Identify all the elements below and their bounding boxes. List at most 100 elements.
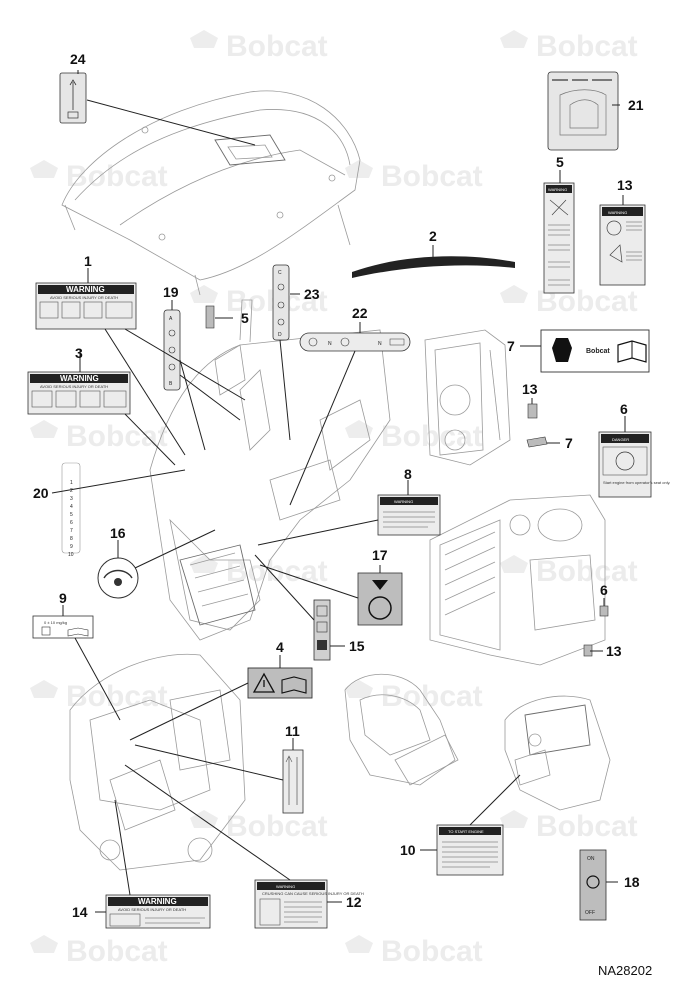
svg-text:WARNING: WARNING (60, 374, 99, 383)
decal-23-switch-strip: C D (272, 264, 290, 341)
decal-2-stripe (352, 256, 515, 278)
watermark-logo: Bobcat (190, 30, 328, 63)
svg-text:D: D (278, 332, 282, 338)
decal-15-strip (313, 599, 331, 661)
callout-22: 22 (352, 305, 368, 321)
decal-22-shift-pattern: N N (299, 332, 411, 352)
decal-6-small (599, 605, 609, 617)
svg-text:Bobcat: Bobcat (66, 935, 168, 968)
callout-numbers: 24 21 5 13 2 1 19 23 5 22 3 7 13 6 7 20 … (33, 51, 644, 920)
callout-24: 24 (70, 51, 86, 67)
svg-text:Bobcat: Bobcat (536, 810, 638, 843)
decal-13-small (527, 403, 538, 419)
svg-text:Bobcat: Bobcat (226, 30, 328, 63)
svg-text:C: C (278, 270, 282, 276)
svg-text:5: 5 (70, 512, 73, 518)
decal-1-warning: WARNING AVOID SERIOUS INJURY OR DEATH (35, 282, 137, 330)
watermark-logo: Bobcat (345, 680, 483, 713)
decal-20-gear-strip: 1 2 3 4 5 6 7 8 9 10 (61, 462, 81, 558)
decal-4-caution (247, 667, 313, 699)
svg-text:N: N (378, 341, 382, 347)
decal-16-round (97, 557, 139, 599)
svg-text:Bobcat: Bobcat (536, 30, 638, 63)
svg-text:WARNING: WARNING (548, 187, 567, 192)
svg-text:4: 4 (70, 504, 73, 510)
svg-text:9: 9 (70, 544, 73, 550)
callout-5: 5 (556, 154, 564, 170)
decal-5-warning: WARNING (543, 182, 575, 294)
decal-19-switch-strip: A B (163, 309, 181, 391)
svg-text:B: B (169, 381, 173, 387)
engine-drawing (429, 494, 606, 666)
svg-text:3: 3 (70, 496, 73, 502)
callout-5b: 5 (241, 310, 249, 326)
watermarks: Bobcat Bobcat Bobcat Bobcat Bobcat Bobca… (30, 30, 638, 968)
decal-9-fuel: 0 ± 10 mg/kg (32, 615, 94, 639)
decal-17-square (357, 572, 403, 626)
callout-20: 20 (33, 485, 49, 501)
svg-text:Bobcat: Bobcat (381, 935, 483, 968)
callout-19: 19 (163, 284, 179, 300)
svg-text:8: 8 (70, 536, 73, 542)
watermark-logo: Bobcat (500, 30, 638, 63)
svg-text:Bobcat: Bobcat (381, 420, 483, 453)
decal-7-manual: Bobcat (540, 329, 650, 373)
svg-text:WARNING: WARNING (66, 285, 105, 294)
callout-12: 12 (346, 894, 362, 910)
decal-14-warning: WARNING AVOID SERIOUS INJURY OR DEATH (105, 894, 211, 929)
callout-15: 15 (349, 638, 365, 654)
svg-text:6: 6 (70, 520, 73, 526)
front-frame-drawing (69, 653, 246, 871)
watermark-logo: Bobcat (345, 935, 483, 968)
callout-7: 7 (507, 338, 515, 354)
watermark-logo: Bobcat (500, 555, 638, 588)
callout-6b: 6 (600, 582, 608, 598)
callout-4: 4 (276, 639, 284, 655)
svg-text:WARNING: WARNING (608, 210, 627, 215)
svg-text:WARNING: WARNING (394, 499, 413, 504)
svg-text:WARNING: WARNING (276, 884, 295, 889)
svg-text:7: 7 (70, 528, 73, 534)
decal-3-warning: WARNING AVOID SERIOUS INJURY OR DEATH (27, 371, 131, 415)
svg-text:Bobcat: Bobcat (66, 420, 168, 453)
callout-13b: 13 (522, 381, 538, 397)
svg-text:OFF: OFF (585, 910, 595, 916)
figure-number: NA28202 (598, 963, 652, 978)
decal-5-small (205, 305, 215, 329)
leader-lines (51, 70, 626, 913)
callout-18: 18 (624, 874, 640, 890)
decal-21 (547, 71, 619, 151)
decal-11-strip (282, 749, 304, 814)
callout-14: 14 (72, 904, 88, 920)
svg-text:Bobcat: Bobcat (536, 555, 638, 588)
callout-21: 21 (628, 97, 644, 113)
svg-text:ON: ON (587, 856, 595, 862)
callout-6: 6 (620, 401, 628, 417)
watermark-logo: Bobcat (345, 420, 483, 453)
callout-17: 17 (372, 547, 388, 563)
callout-8: 8 (404, 466, 412, 482)
callout-11: 11 (285, 723, 300, 739)
watermark-logo: Bobcat (30, 160, 168, 193)
svg-text:WARNING: WARNING (138, 897, 177, 906)
callout-9: 9 (59, 590, 67, 606)
svg-text:Bobcat: Bobcat (66, 680, 168, 713)
callout-13c: 13 (606, 643, 622, 659)
callout-23: 23 (304, 286, 320, 302)
decal-7-small (526, 436, 548, 448)
cab-roof-drawing (61, 90, 361, 296)
svg-text:AVOID SERIOUS INJURY OR DEATH: AVOID SERIOUS INJURY OR DEATH (50, 295, 118, 300)
watermark-logo: Bobcat (30, 420, 168, 453)
svg-text:AVOID SERIOUS INJURY OR DEATH: AVOID SERIOUS INJURY OR DEATH (40, 384, 108, 389)
decal-12-warning: WARNING CRUSHING CAN CAUSE SERIOUS INJUR… (254, 879, 364, 929)
decal-13-warning: WARNING (599, 204, 646, 286)
callout-10: 10 (400, 842, 416, 858)
callout-3: 3 (75, 345, 83, 361)
svg-text:AVOID SERIOUS INJURY OR DEATH: AVOID SERIOUS INJURY OR DEATH (118, 907, 186, 912)
callout-1: 1 (84, 253, 92, 269)
decal-6-danger: DANGER Start engine from operator's seat… (598, 431, 670, 498)
svg-text:Bobcat: Bobcat (381, 160, 483, 193)
svg-text:10: 10 (68, 552, 74, 558)
svg-text:Bobcat: Bobcat (226, 810, 328, 843)
